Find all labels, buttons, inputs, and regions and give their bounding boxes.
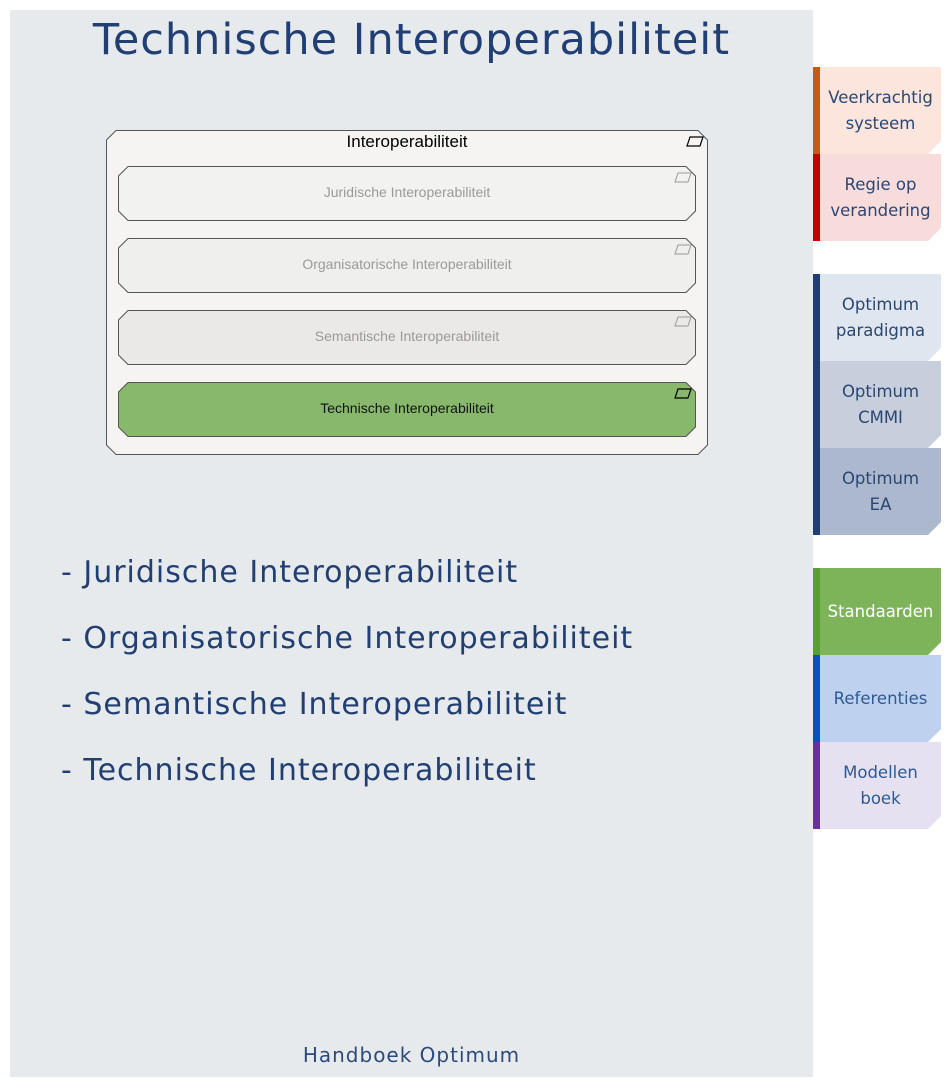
- parallelogram-icon: [674, 316, 692, 327]
- parallelogram-icon: [674, 172, 692, 183]
- element-juridische[interactable]: Juridische Interoperabiliteit: [118, 166, 696, 221]
- interoperability-diagram: Interoperabiliteit Juridische Interopera…: [106, 130, 708, 455]
- tab-veerkrachtig-systeem[interactable]: Veerkrachtig systeem: [813, 67, 941, 154]
- element-label: Semantische Interoperabiliteit: [314, 328, 500, 344]
- tab-label: Optimum paradigma: [835, 294, 926, 340]
- tab-color-bar: [813, 448, 820, 535]
- page-title: Technische Interoperabiliteit: [92, 15, 731, 65]
- tab-optimum-paradigma[interactable]: Optimum paradigma: [813, 274, 941, 361]
- element-label: Technische Interoperabiliteit: [320, 400, 494, 416]
- footer-label: Handboek Optimum: [302, 1043, 521, 1067]
- tab-color-bar: [813, 274, 820, 361]
- element-label: Organisatorische Interoperabiliteit: [302, 256, 512, 272]
- parallelogram-icon: [674, 388, 692, 399]
- tab-referenties[interactable]: Referenties: [813, 655, 941, 742]
- element-organisatorische[interactable]: Organisatorische Interoperabiliteit: [118, 238, 696, 293]
- bullet-item: - Juridische Interoperabiliteit: [61, 555, 519, 590]
- bullet-item: - Semantische Interoperabiliteit: [61, 687, 568, 722]
- bullet-item: - Technische Interoperabiliteit: [61, 753, 537, 788]
- grouping-parallelogram-icon: [686, 136, 704, 147]
- bullet-list: - Juridische Interoperabiliteit - Organi…: [61, 540, 633, 804]
- bullet-item: - Organisatorische Interoperabiliteit: [61, 621, 634, 656]
- tab-label: Optimum CMMI: [841, 381, 920, 427]
- tab-color-bar: [813, 742, 820, 829]
- tab-label: Optimum EA: [841, 468, 920, 514]
- tab-optimum-cmmi[interactable]: Optimum CMMI: [813, 361, 941, 448]
- tab-regie-op-verandering[interactable]: Regie op verandering: [813, 154, 941, 241]
- element-label: Juridische Interoperabiliteit: [323, 184, 491, 200]
- group-title: Interoperabiliteit: [346, 132, 468, 151]
- tab-color-bar: [813, 67, 820, 154]
- tab-label: Regie op verandering: [830, 174, 931, 220]
- element-technische[interactable]: Technische Interoperabiliteit: [118, 382, 696, 437]
- tab-color-bar: [813, 568, 820, 655]
- parallelogram-icon: [674, 244, 692, 255]
- tab-color-bar: [813, 154, 820, 241]
- tab-modellen-boek[interactable]: Modellen boek: [813, 742, 941, 829]
- tab-standaarden[interactable]: Standaarden: [813, 568, 941, 655]
- page-panel: Technische Interoperabiliteit Interopera…: [10, 10, 813, 1077]
- tab-label: Modellen boek: [843, 762, 918, 808]
- tab-label: Veerkrachtig systeem: [828, 87, 933, 133]
- tab-color-bar: [813, 361, 820, 448]
- element-semantische[interactable]: Semantische Interoperabiliteit: [118, 310, 696, 365]
- tab-label: Standaarden: [827, 601, 934, 621]
- tab-color-bar: [813, 655, 820, 742]
- tab-label: Referenties: [833, 688, 928, 708]
- tab-optimum-ea[interactable]: Optimum EA: [813, 448, 941, 535]
